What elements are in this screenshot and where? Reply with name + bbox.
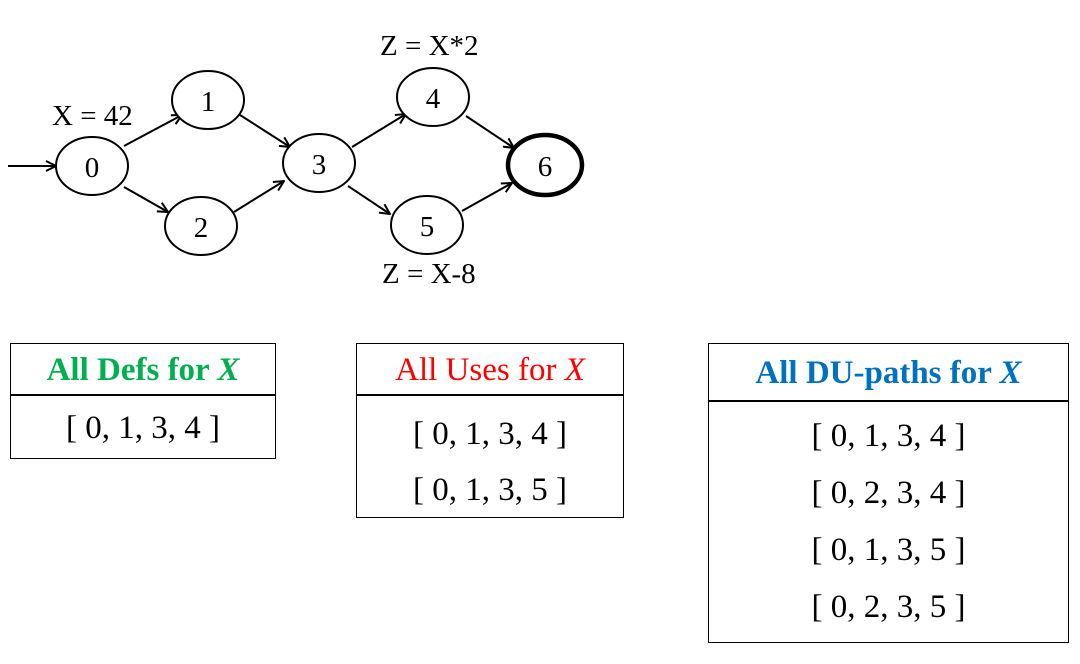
edge-1-3 xyxy=(239,114,290,147)
all-uses-table: All Uses for X [ 0, 1, 3, 4 ] [ 0, 1, 3,… xyxy=(356,343,624,518)
node-6-label: 6 xyxy=(538,151,553,183)
all-defs-title-prefix: All Defs for xyxy=(46,352,218,388)
table-row: [ 0, 2, 3, 4 ] xyxy=(811,475,966,511)
all-du-paths-title-var: X xyxy=(999,355,1022,391)
node-5-label: 5 xyxy=(420,211,435,243)
edge-3-4 xyxy=(351,114,406,148)
node-0: 0 xyxy=(55,136,129,196)
all-du-paths-title-prefix: All DU-paths for xyxy=(755,355,1000,391)
all-defs-title: All Defs for X xyxy=(11,344,275,396)
annotation-node-0: X = 42 xyxy=(52,100,133,132)
all-du-paths-rows: [ 0, 1, 3, 4 ] [ 0, 2, 3, 4 ] [ 0, 1, 3,… xyxy=(709,402,1068,636)
node-5: 5 xyxy=(390,195,464,255)
edge-5-6 xyxy=(461,183,512,212)
node-4: 4 xyxy=(396,67,470,127)
table-row: [ 0, 2, 3, 5 ] xyxy=(811,589,966,625)
node-3: 3 xyxy=(282,133,356,193)
table-row: [ 0, 1, 3, 4 ] xyxy=(413,416,567,452)
all-uses-title: All Uses for X xyxy=(357,344,623,396)
edge-4-6 xyxy=(465,115,514,148)
edge-2-3 xyxy=(233,181,284,213)
node-6-final: 6 xyxy=(505,132,585,198)
annotation-node-4: Z = X*2 xyxy=(380,30,479,62)
all-uses-rows: [ 0, 1, 3, 4 ] [ 0, 1, 3, 5 ] xyxy=(357,396,623,518)
edge-3-5 xyxy=(347,185,390,214)
node-1-label: 1 xyxy=(201,86,216,118)
table-row: [ 0, 1, 3, 5 ] xyxy=(811,532,966,568)
all-du-paths-table: All DU-paths for X [ 0, 1, 3, 4 ] [ 0, 2… xyxy=(708,343,1069,643)
control-flow-graph: 0 1 2 3 4 5 6 X = 42 Z = X*2 Z = X-8 xyxy=(8,30,585,290)
node-2-label: 2 xyxy=(194,212,209,244)
all-du-paths-title: All DU-paths for X xyxy=(709,344,1068,402)
all-uses-title-var: X xyxy=(564,352,585,388)
table-row: [ 0, 1, 3, 5 ] xyxy=(413,472,567,508)
node-0-label: 0 xyxy=(85,152,100,184)
all-defs-title-var: X xyxy=(217,352,240,388)
all-uses-title-prefix: All Uses for xyxy=(395,352,565,388)
node-3-label: 3 xyxy=(312,149,327,181)
table-row: [ 0, 1, 3, 4 ] xyxy=(66,410,220,446)
node-4-label: 4 xyxy=(426,83,441,115)
node-2: 2 xyxy=(164,196,238,256)
edge-0-1 xyxy=(123,115,182,147)
annotation-node-5: Z = X-8 xyxy=(382,258,476,290)
node-1: 1 xyxy=(171,70,245,130)
table-row: [ 0, 1, 3, 4 ] xyxy=(811,418,966,454)
edge-0-2 xyxy=(123,186,168,212)
all-defs-table: All Defs for X [ 0, 1, 3, 4 ] xyxy=(10,343,276,459)
all-defs-rows: [ 0, 1, 3, 4 ] xyxy=(11,396,275,452)
